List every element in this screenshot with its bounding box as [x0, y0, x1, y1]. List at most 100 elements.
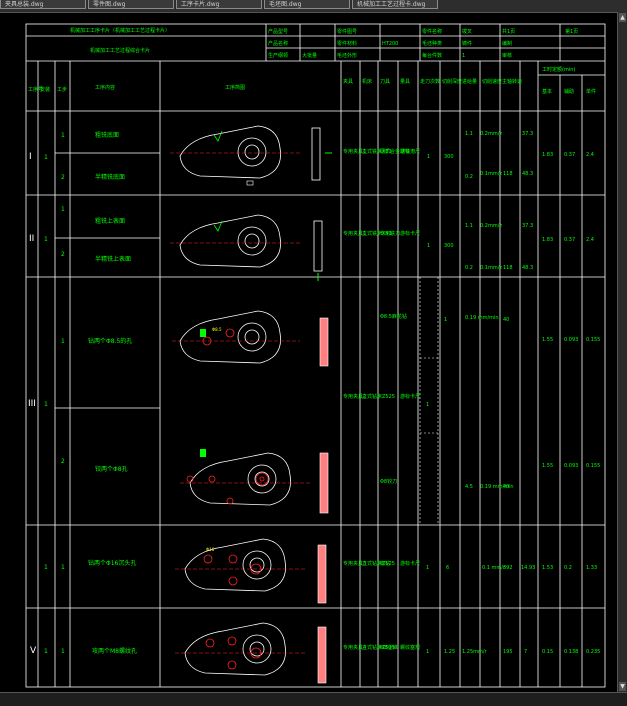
time-total-value: 0.235: [586, 649, 600, 655]
time-total-value: 2.4: [586, 152, 594, 158]
table-grid: [25, 23, 606, 688]
time-aux-value: 0.37: [564, 237, 575, 243]
rpm-value: 14.93: [521, 565, 535, 571]
time-total-value: 0.155: [586, 337, 600, 343]
install-number: 1: [44, 401, 48, 408]
gauge-value: 游标卡尺: [400, 393, 420, 400]
fixture-value: 专用夹具4: [343, 644, 366, 651]
hdr-content: 工序内容: [95, 84, 115, 91]
cutter-value: Φ8.5麻花钻: [380, 313, 407, 320]
machine-value: 立式铣床X51: [362, 148, 392, 155]
install-number: 1: [44, 154, 48, 161]
time-total-value: 1.33: [586, 565, 597, 571]
sketch-op4: Φ16: [175, 538, 327, 604]
info-r1c5: 共1页: [502, 28, 515, 35]
sketch-op2: [170, 214, 323, 281]
scroll-down-icon[interactable]: ▼: [619, 682, 626, 691]
step-content: 铰两个Φ8孔: [95, 465, 128, 473]
speed-value: 392: [503, 565, 513, 571]
fixture-value: 专用夹具2: [343, 393, 366, 400]
sketch-op1: [170, 125, 332, 186]
process-card-drawing[interactable]: 机械加工工序卡片（机械加工工艺过程卡片） 机械加工工艺过程综合卡片 产品型号 零…: [0, 13, 617, 692]
step-number: 1: [61, 132, 65, 139]
time-aux-value: 0.093: [564, 463, 578, 469]
machine-value: 立式钻床Z525: [362, 560, 395, 567]
feed-value: 0.2mm/z: [480, 223, 502, 229]
info-r3c1: 生产纲领: [268, 52, 288, 59]
info-r3c5: 1: [462, 53, 465, 59]
passes-value: 1: [426, 649, 429, 655]
vertical-scrollbar[interactable]: ▲ ▼: [617, 12, 627, 692]
passes-value: 1: [426, 565, 429, 571]
sketch-op5: [175, 622, 327, 684]
info-r1c3: 零件名称: [422, 28, 442, 35]
info-r2c4: 毛坯种类: [422, 40, 442, 47]
depth-value: 1.1: [465, 223, 473, 229]
speed-value: 40: [503, 317, 509, 323]
drawing-tab-3[interactable]: 工序卡片.dwg: [176, 0, 262, 9]
main-speed-value: 300: [444, 154, 454, 160]
feed-value: 0.1mm/z: [480, 171, 502, 177]
svg-text:Φ8.5: Φ8.5: [212, 327, 222, 332]
info-r1c2: 零件图号: [337, 28, 357, 35]
speed-value: 37.3: [522, 131, 533, 137]
sketch-op3-step1: Φ8.5: [172, 310, 329, 367]
time-aux-value: 0.093: [564, 337, 578, 343]
step-content: 半精铣上表面: [95, 255, 131, 263]
time-aux-value: 0.2: [564, 565, 572, 571]
step-content: 攻两个M8螺纹孔: [92, 647, 137, 655]
speed-value: 48.3: [522, 265, 533, 271]
time-basic-value: 1.55: [542, 463, 553, 469]
info-r2c1: 产品名称: [268, 40, 288, 47]
hdr-depth: 切削深度: [442, 78, 462, 85]
step-content: 粗铣底面: [95, 131, 119, 139]
cutter-value: 锪钻: [380, 560, 390, 567]
time-total-value: 2.4: [586, 237, 594, 243]
gauge-value: 游标卡尺: [400, 560, 420, 567]
hdr-speed: 切削速度: [482, 78, 502, 85]
time-aux-value: 0.138: [564, 649, 578, 655]
install-number: 1: [44, 648, 48, 655]
op-number: III: [28, 399, 36, 409]
hdr-time-aux: 辅助: [564, 88, 574, 95]
info-r1c6: 第1页: [565, 28, 578, 35]
gauge-value: 螺纹塞规: [400, 644, 420, 651]
fixture-value: 专用夹具1: [343, 148, 366, 155]
card-title: 机械加工工序卡片（机械加工工艺过程卡片）: [70, 27, 170, 34]
time-basic-value: 1.55: [542, 337, 553, 343]
step-number: 2: [61, 174, 65, 181]
time-aux-value: 0.37: [564, 152, 575, 158]
depth-value: 0.2: [465, 265, 473, 271]
install-number: 1: [44, 236, 48, 243]
hdr-gauge: 量具: [400, 78, 410, 85]
dashed-cell-borders: [419, 277, 439, 525]
fixture-value: 专用夹具1: [343, 230, 366, 237]
machine-value: 立式钻床Z525: [362, 393, 395, 400]
info-r2c5: 铸件: [462, 40, 472, 47]
speed-value: 7: [524, 649, 527, 655]
drawing-tab-1[interactable]: 夹具总装.dwg: [0, 0, 86, 9]
info-r1c4: 拨叉: [462, 28, 472, 35]
speed-value: 40: [503, 484, 509, 490]
step-content: 钻两个Φ16沉头孔: [88, 559, 136, 567]
op-number: I: [29, 152, 32, 162]
drawing-tab-2[interactable]: 零件图.dwg: [88, 0, 174, 9]
time-basic-value: 1.83: [542, 237, 553, 243]
scroll-up-icon[interactable]: ▲: [619, 13, 626, 22]
step-number: 2: [61, 458, 65, 465]
passes-value: 1: [427, 154, 430, 160]
drawing-tab-5[interactable]: 机械加工工艺过程卡.dwg: [352, 0, 438, 9]
feed-value: 1.25mm/r: [462, 649, 488, 655]
cutter-value: 硬质合金端铣刀: [380, 148, 415, 155]
hdr-process-no: 工序号: [28, 86, 43, 93]
drawing-tab-4[interactable]: 毛坯图.dwg: [264, 0, 350, 9]
feed-value: 0.19 mm/min: [465, 315, 499, 321]
rpm-value: 118: [503, 171, 513, 177]
hdr-time-total: 单件: [586, 88, 596, 95]
step-content: 半精铣底面: [95, 173, 125, 181]
speed-value: 48.3: [522, 171, 533, 177]
step-number: 1: [61, 564, 65, 571]
step-number: 2: [61, 251, 65, 258]
depth-value: 1: [444, 317, 447, 323]
hdr-install: 安装: [40, 86, 50, 93]
